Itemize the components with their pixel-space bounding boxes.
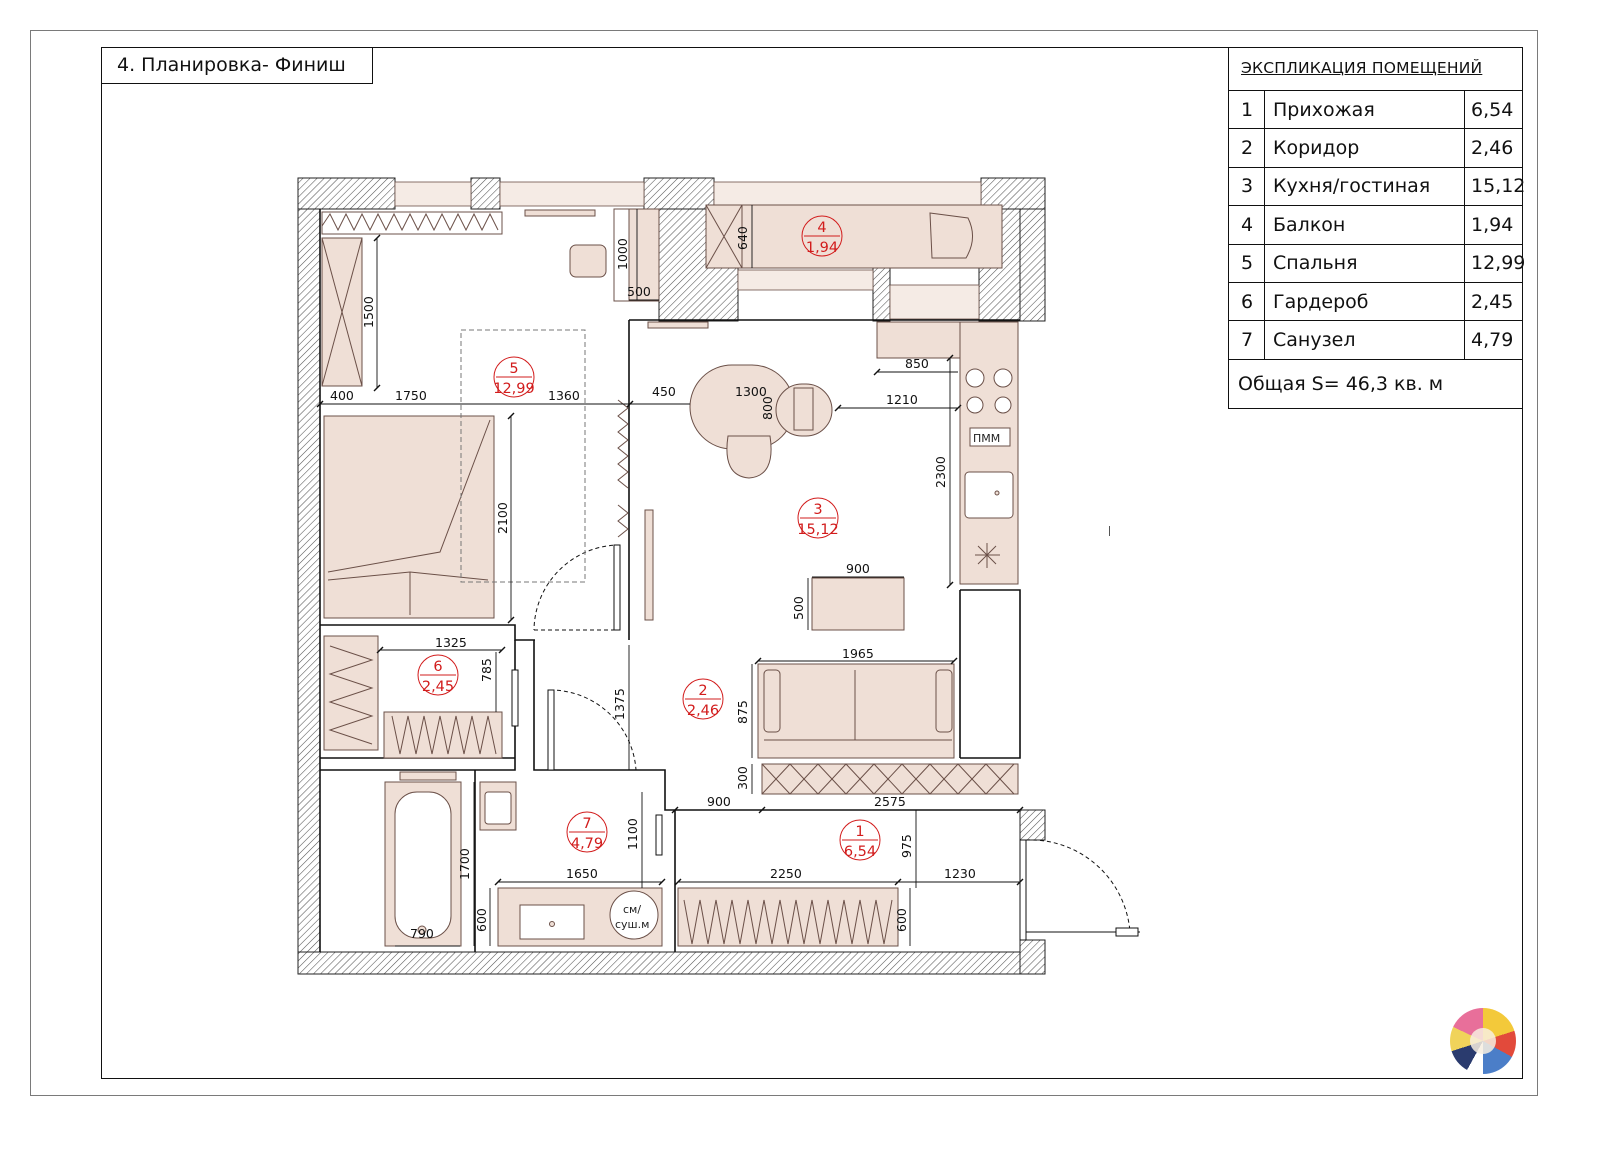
room-tag-texts: 1 6,54 2 2,46 3 15,12 4 1,94 5 12,99 6 2…	[422, 220, 876, 860]
washer-label-line2: суш.м	[615, 918, 649, 931]
room-tag-1-num: 1	[855, 824, 864, 840]
dim-400: 400	[330, 388, 354, 403]
dim-1210: 1210	[886, 392, 918, 407]
door-swings	[533, 544, 637, 771]
dim-790: 790	[410, 926, 434, 941]
explication-room-area: 2,45	[1471, 290, 1514, 313]
dim-500: 500	[627, 284, 651, 299]
dim-850: 850	[905, 356, 929, 371]
dimension-ticks	[316, 234, 1024, 886]
dim-640: 640	[735, 226, 750, 250]
explication-room-name: Балкон	[1265, 206, 1465, 244]
room-tag-3-num: 3	[813, 502, 822, 518]
room-tag-2-num: 2	[698, 683, 707, 699]
explication-total: Общая S= 46,3 кв. м	[1238, 372, 1444, 395]
explication-room-area: 4,79	[1471, 329, 1514, 352]
room-tag-4-num: 4	[817, 220, 826, 236]
explication-room-area: 15,12	[1471, 175, 1526, 198]
dim-1300: 1300	[735, 384, 767, 399]
dim-1325: 1325	[435, 635, 467, 650]
explication-room-area: 2,46	[1471, 137, 1514, 160]
dim-875: 875	[735, 700, 750, 724]
explication-room-name: Спальня	[1265, 244, 1465, 282]
explication-room-number: 7	[1229, 321, 1265, 359]
dim-600b: 600	[894, 908, 909, 932]
room-tag-1-area: 6,54	[844, 844, 876, 860]
dim-450: 450	[652, 384, 676, 399]
dim-300: 300	[735, 766, 750, 790]
explication-room-number: 1	[1229, 91, 1265, 129]
explication-room-name: Коридор	[1265, 129, 1465, 167]
sheet-title: 4. Планировка- Финиш	[101, 47, 373, 84]
room-tag-6-area: 2,45	[422, 679, 454, 695]
room-tag-7-area: 4,79	[571, 836, 603, 852]
dim-785: 785	[479, 658, 494, 682]
explication-room-area: 6,54	[1471, 98, 1514, 121]
explication-room-name: Прихожая	[1265, 91, 1465, 129]
dim-1965: 1965	[842, 646, 874, 661]
furniture	[321, 204, 1019, 947]
dim-1750: 1750	[395, 388, 427, 403]
sheet-outer-border	[30, 30, 1538, 1096]
explication-room-name: Гардероб	[1265, 282, 1465, 321]
windows	[394, 181, 982, 320]
dim-1100: 1100	[625, 818, 640, 850]
dim-1375: 1375	[612, 688, 627, 720]
room-tag-5-num: 5	[509, 361, 518, 377]
dim-1650: 1650	[566, 866, 598, 881]
dim-1360: 1360	[548, 388, 580, 403]
explication-room-number: 2	[1229, 129, 1265, 167]
washer-label-line1: см/	[623, 903, 641, 916]
explication-room-area: 1,94	[1471, 213, 1514, 236]
room-tag-6-num: 6	[433, 659, 442, 675]
room-tag-3-area: 15,12	[797, 522, 839, 538]
dim-900a: 900	[846, 561, 870, 576]
dim-600a: 600	[474, 908, 489, 932]
dim-500b: 500	[791, 596, 806, 620]
dimension-labels: 1000 500 640 1500 400 1750 1360 450 1300…	[330, 226, 976, 941]
dim-2100: 2100	[495, 502, 510, 534]
explication-room-area: 12,99	[1471, 252, 1526, 275]
dim-2300: 2300	[933, 456, 948, 488]
room-tag-5-area: 12,99	[493, 381, 535, 397]
room-tags	[417, 215, 881, 861]
explication-room-number: 6	[1229, 282, 1265, 321]
dimension-lines	[320, 205, 1020, 947]
explication-room-name: Санузел	[1265, 321, 1465, 359]
room-tag-2-area: 2,46	[687, 703, 719, 719]
sheet-frame	[101, 47, 1523, 1079]
dim-1000: 1000	[615, 238, 630, 270]
dim-2250: 2250	[770, 866, 802, 881]
dim-1500: 1500	[361, 296, 376, 328]
stray-mark	[1109, 526, 1110, 536]
dishwasher-label: ПММ	[973, 432, 1000, 445]
entrance-door[interactable]	[1019, 839, 1140, 941]
explication-room-name: Кухня/гостиная	[1265, 167, 1465, 206]
dim-1230: 1230	[944, 866, 976, 881]
explication-header: ЭКСПЛИКАЦИЯ ПОМЕЩЕНИЙ	[1229, 47, 1523, 91]
studio-logo	[1450, 1008, 1516, 1074]
dim-900b: 900	[707, 794, 731, 809]
room-tag-4-area: 1,94	[806, 240, 838, 256]
explication-room-number: 3	[1229, 167, 1265, 206]
dim-975: 975	[899, 834, 914, 858]
room-tag-7-num: 7	[582, 816, 591, 832]
explication-room-number: 5	[1229, 244, 1265, 282]
explication-room-number: 4	[1229, 206, 1265, 244]
dim-800: 800	[760, 396, 775, 420]
dim-1700: 1700	[457, 848, 472, 880]
dim-2575: 2575	[874, 794, 906, 809]
door-leaves	[511, 544, 663, 856]
